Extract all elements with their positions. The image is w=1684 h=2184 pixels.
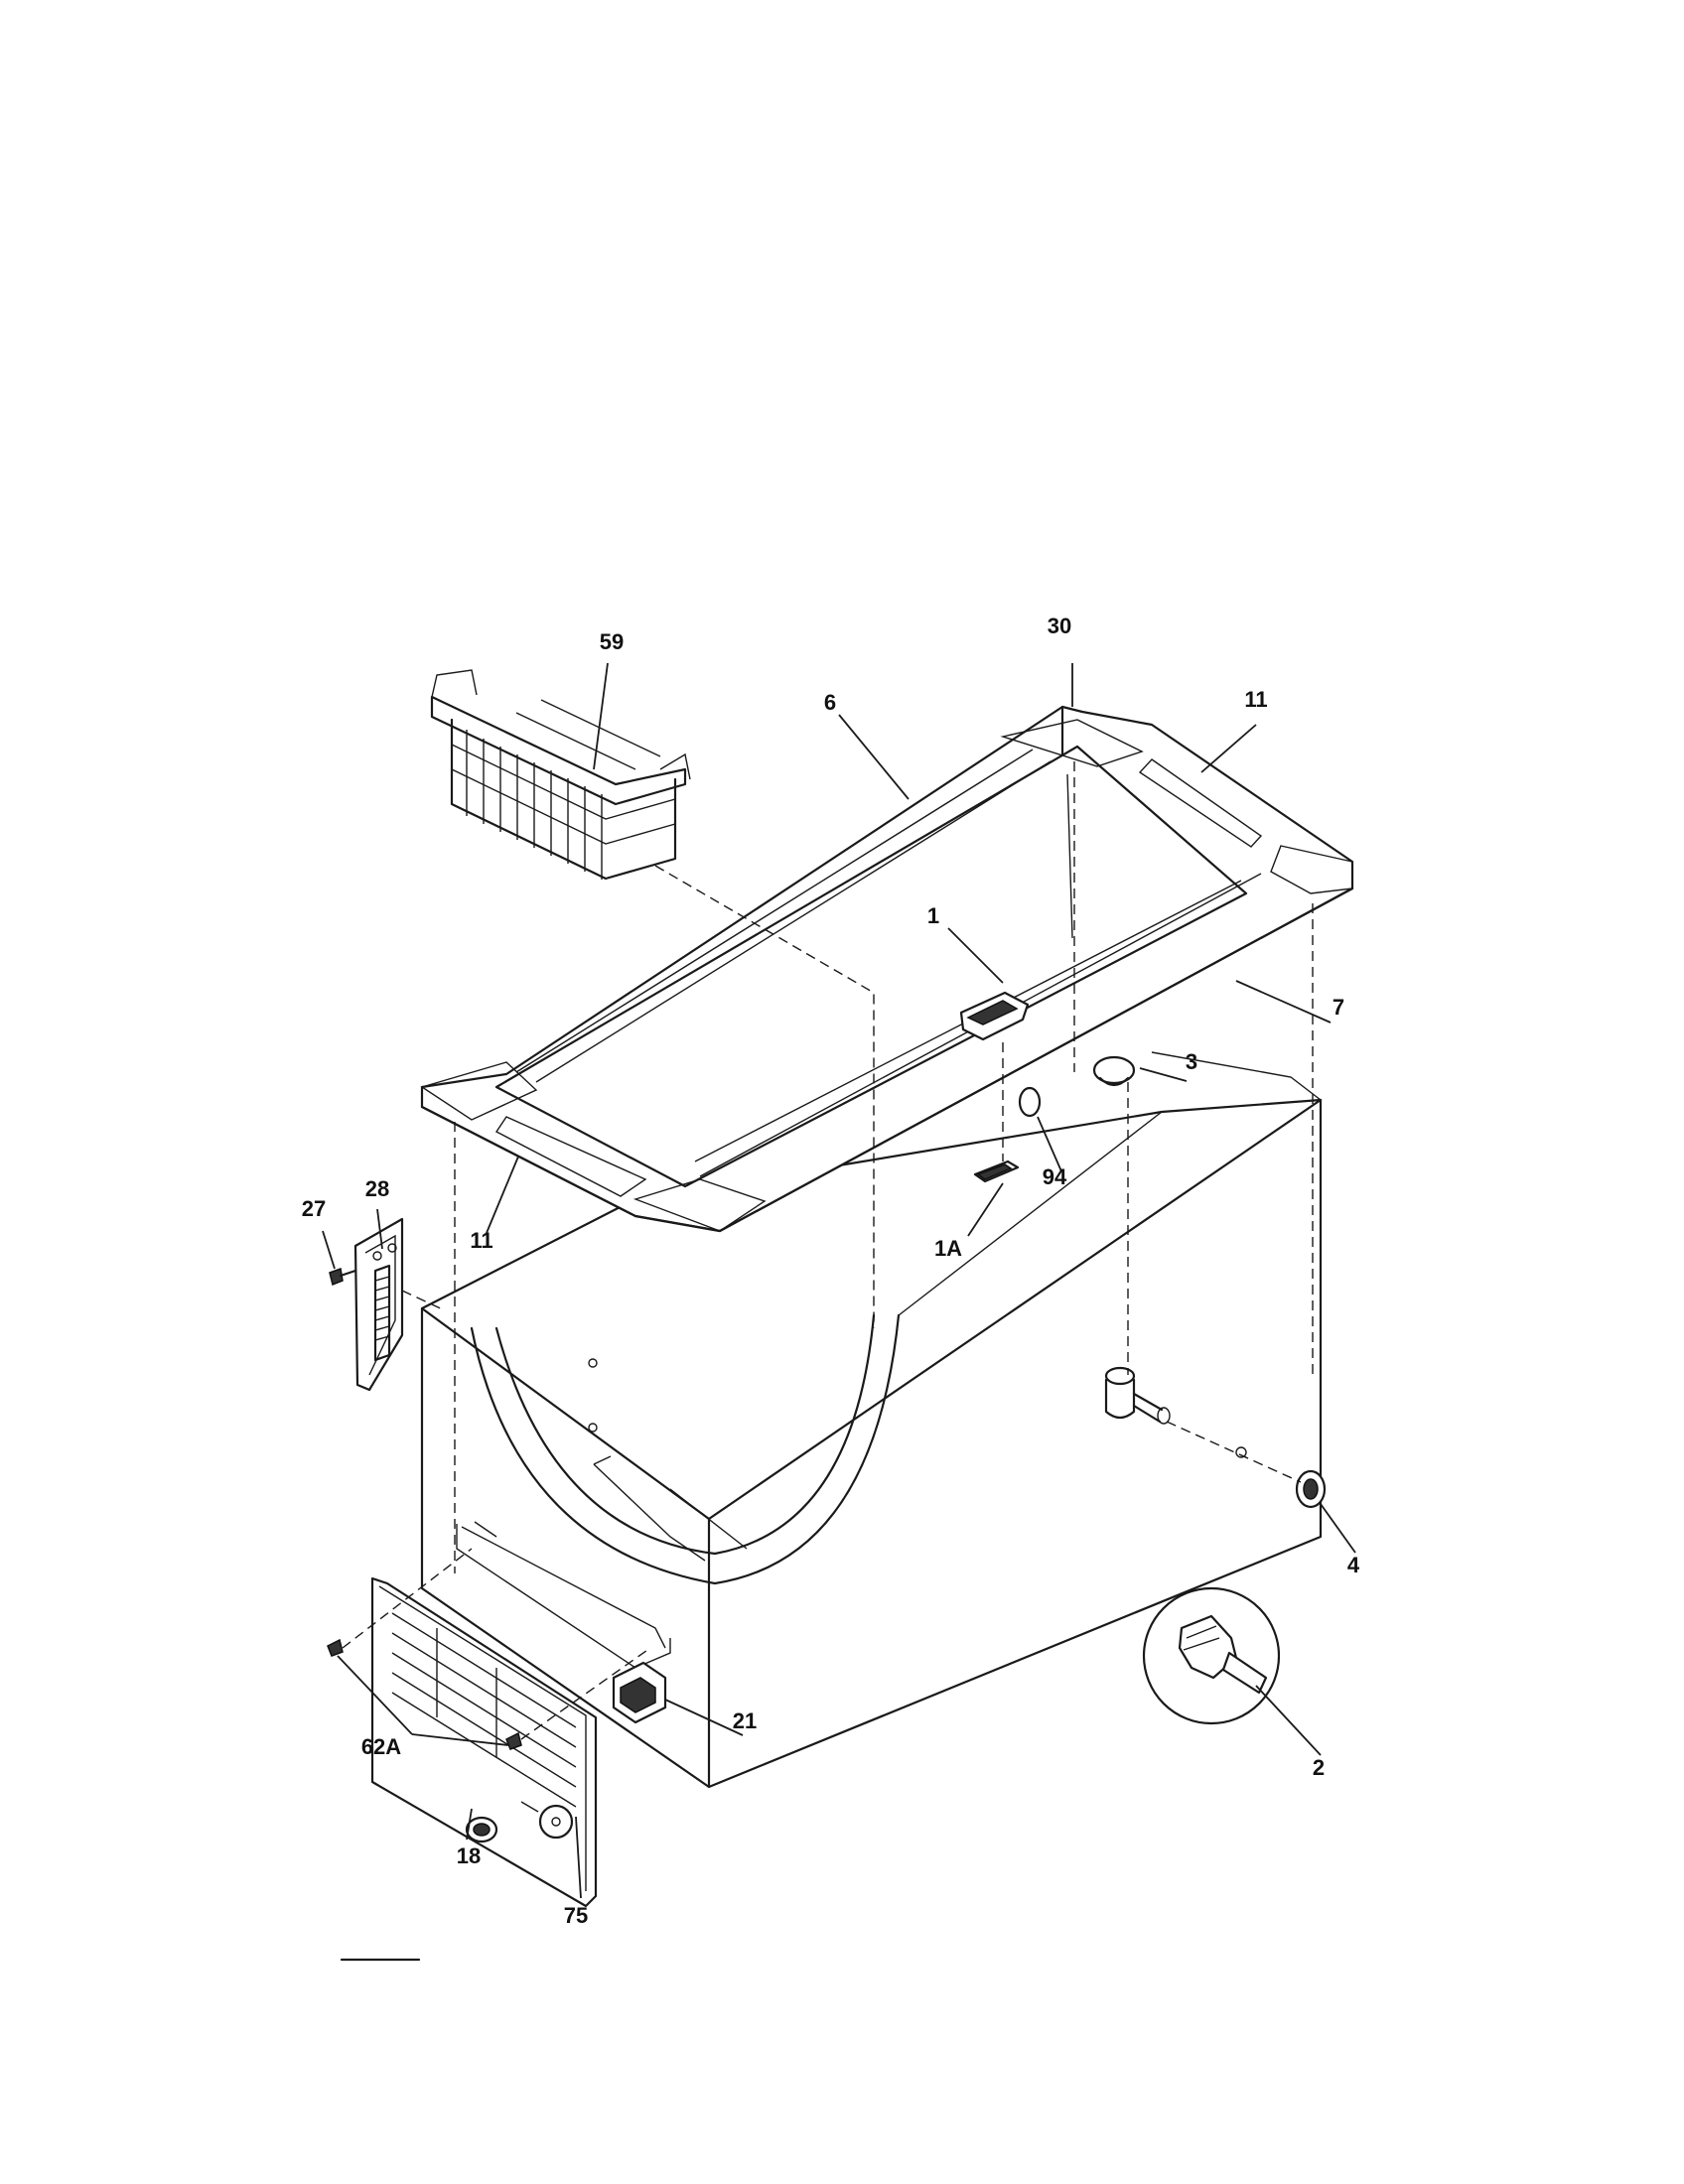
label-1: 1 xyxy=(927,903,939,928)
part-3-plug xyxy=(1092,1055,1136,1087)
part-18-cap xyxy=(465,1816,498,1843)
cabinet-body xyxy=(420,1051,1323,1789)
label-6: 6 xyxy=(824,690,836,715)
label-11-left: 11 xyxy=(470,1228,492,1253)
label-21: 21 xyxy=(733,1708,757,1733)
part-4-grommet xyxy=(1295,1469,1327,1509)
part-59-basket xyxy=(430,669,691,881)
label-18: 18 xyxy=(457,1843,481,1868)
label-2: 2 xyxy=(1313,1755,1325,1780)
part-1a-clip xyxy=(973,1160,1020,1183)
part-62a-screws xyxy=(327,1638,522,1750)
label-28: 28 xyxy=(365,1176,389,1201)
label-94: 94 xyxy=(1043,1164,1067,1189)
label-62a: 62A xyxy=(361,1734,401,1759)
projection-lines xyxy=(342,761,1314,1740)
label-3: 3 xyxy=(1186,1049,1197,1074)
part-1-latch xyxy=(959,991,1030,1041)
label-27: 27 xyxy=(302,1196,326,1221)
label-30: 30 xyxy=(1048,614,1071,638)
rim-frame xyxy=(420,705,1354,1233)
part-94-o-ring xyxy=(1018,1086,1042,1118)
part-28-hinge xyxy=(353,1217,404,1392)
label-7: 7 xyxy=(1333,995,1344,1020)
part-27-screw xyxy=(329,1267,357,1287)
part-labels: 59 30 6 11 1 7 3 94 1A 28 27 11 4 21 2 6… xyxy=(302,614,1360,1928)
label-4: 4 xyxy=(1347,1553,1360,1577)
label-59: 59 xyxy=(600,629,624,654)
part-2-inset xyxy=(1142,1586,1281,1725)
label-75: 75 xyxy=(564,1903,588,1928)
leader-lines xyxy=(322,662,1356,1899)
label-11-top: 11 xyxy=(1244,687,1267,712)
label-1a: 1A xyxy=(934,1236,962,1261)
drain-assembly xyxy=(1104,1366,1171,1425)
part-21-switch xyxy=(612,1661,667,1724)
